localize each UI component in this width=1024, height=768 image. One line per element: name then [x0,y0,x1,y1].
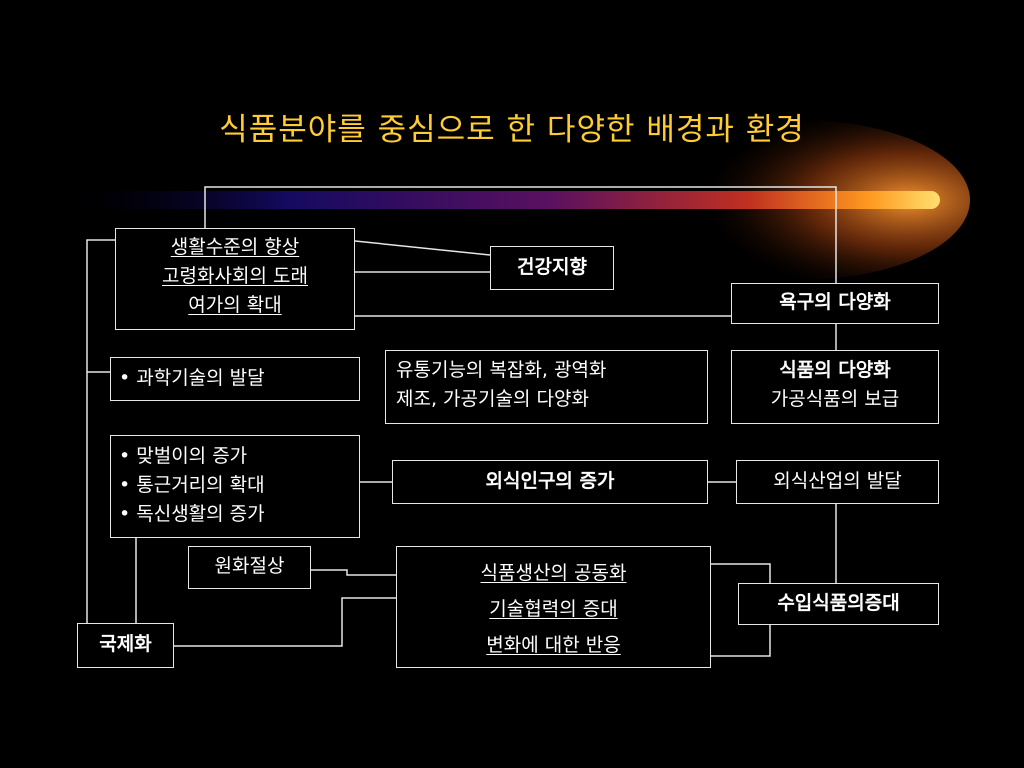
living-standards-line-3: 여가의 확대 [188,294,282,316]
page-title: 식품분야를 중심으로 한 다양한 배경과 환경 [219,112,805,148]
food-diversification-line-2: 가공식품의 보급 [770,388,900,410]
food-production-box: 식품생산의 공동화 기술협력의 증대 변화에 대한 반응 [396,546,711,668]
dining-out-population-box: 외식인구의 증가 [392,460,708,504]
production-line-3: 변화에 대한 반응 [486,634,621,656]
social-line-1: • 맞벌이의 증가 [119,445,248,467]
production-line-1: 식품생산의 공동화 [480,562,627,584]
science-technology-box: • 과학기술의 발달 [110,357,360,401]
living-standards-line-1: 생활수준의 향상 [170,236,300,258]
food-diversification-box: 식품의 다양화 가공식품의 보급 [731,350,939,424]
needs-diversification-box: 욕구의 다양화 [731,283,939,324]
production-line-2: 기술협력의 증대 [489,598,618,620]
living-standards-box: 생활수준의 향상 고령화사회의 도래 여가의 확대 [115,228,355,330]
social-line-3: • 독신생활의 증가 [119,503,265,525]
globalization-box: 국제화 [77,623,174,668]
health-oriented-box: 건강지향 [490,246,614,290]
food-diversification-line-1: 식품의 다양화 [779,359,891,381]
dining-industry-box: 외식산업의 발달 [736,460,939,504]
distribution-line-1: 유통기능의 복잡화, 광역화 [396,359,607,381]
distribution-line-2: 제조, 가공기술의 다양화 [396,388,589,410]
social-line-2: • 통근거리의 확대 [119,474,265,496]
social-changes-box: • 맞벌이의 증가 • 통근거리의 확대 • 독신생활의 증가 [110,435,360,538]
currency-appreciation-box: 원화절상 [188,546,311,589]
distribution-manufacturing-box: 유통기능의 복잡화, 광역화 제조, 가공기술의 다양화 [385,350,708,424]
living-standards-line-2: 고령화사회의 도래 [162,265,308,287]
imported-food-box: 수입식품의증대 [738,583,939,625]
